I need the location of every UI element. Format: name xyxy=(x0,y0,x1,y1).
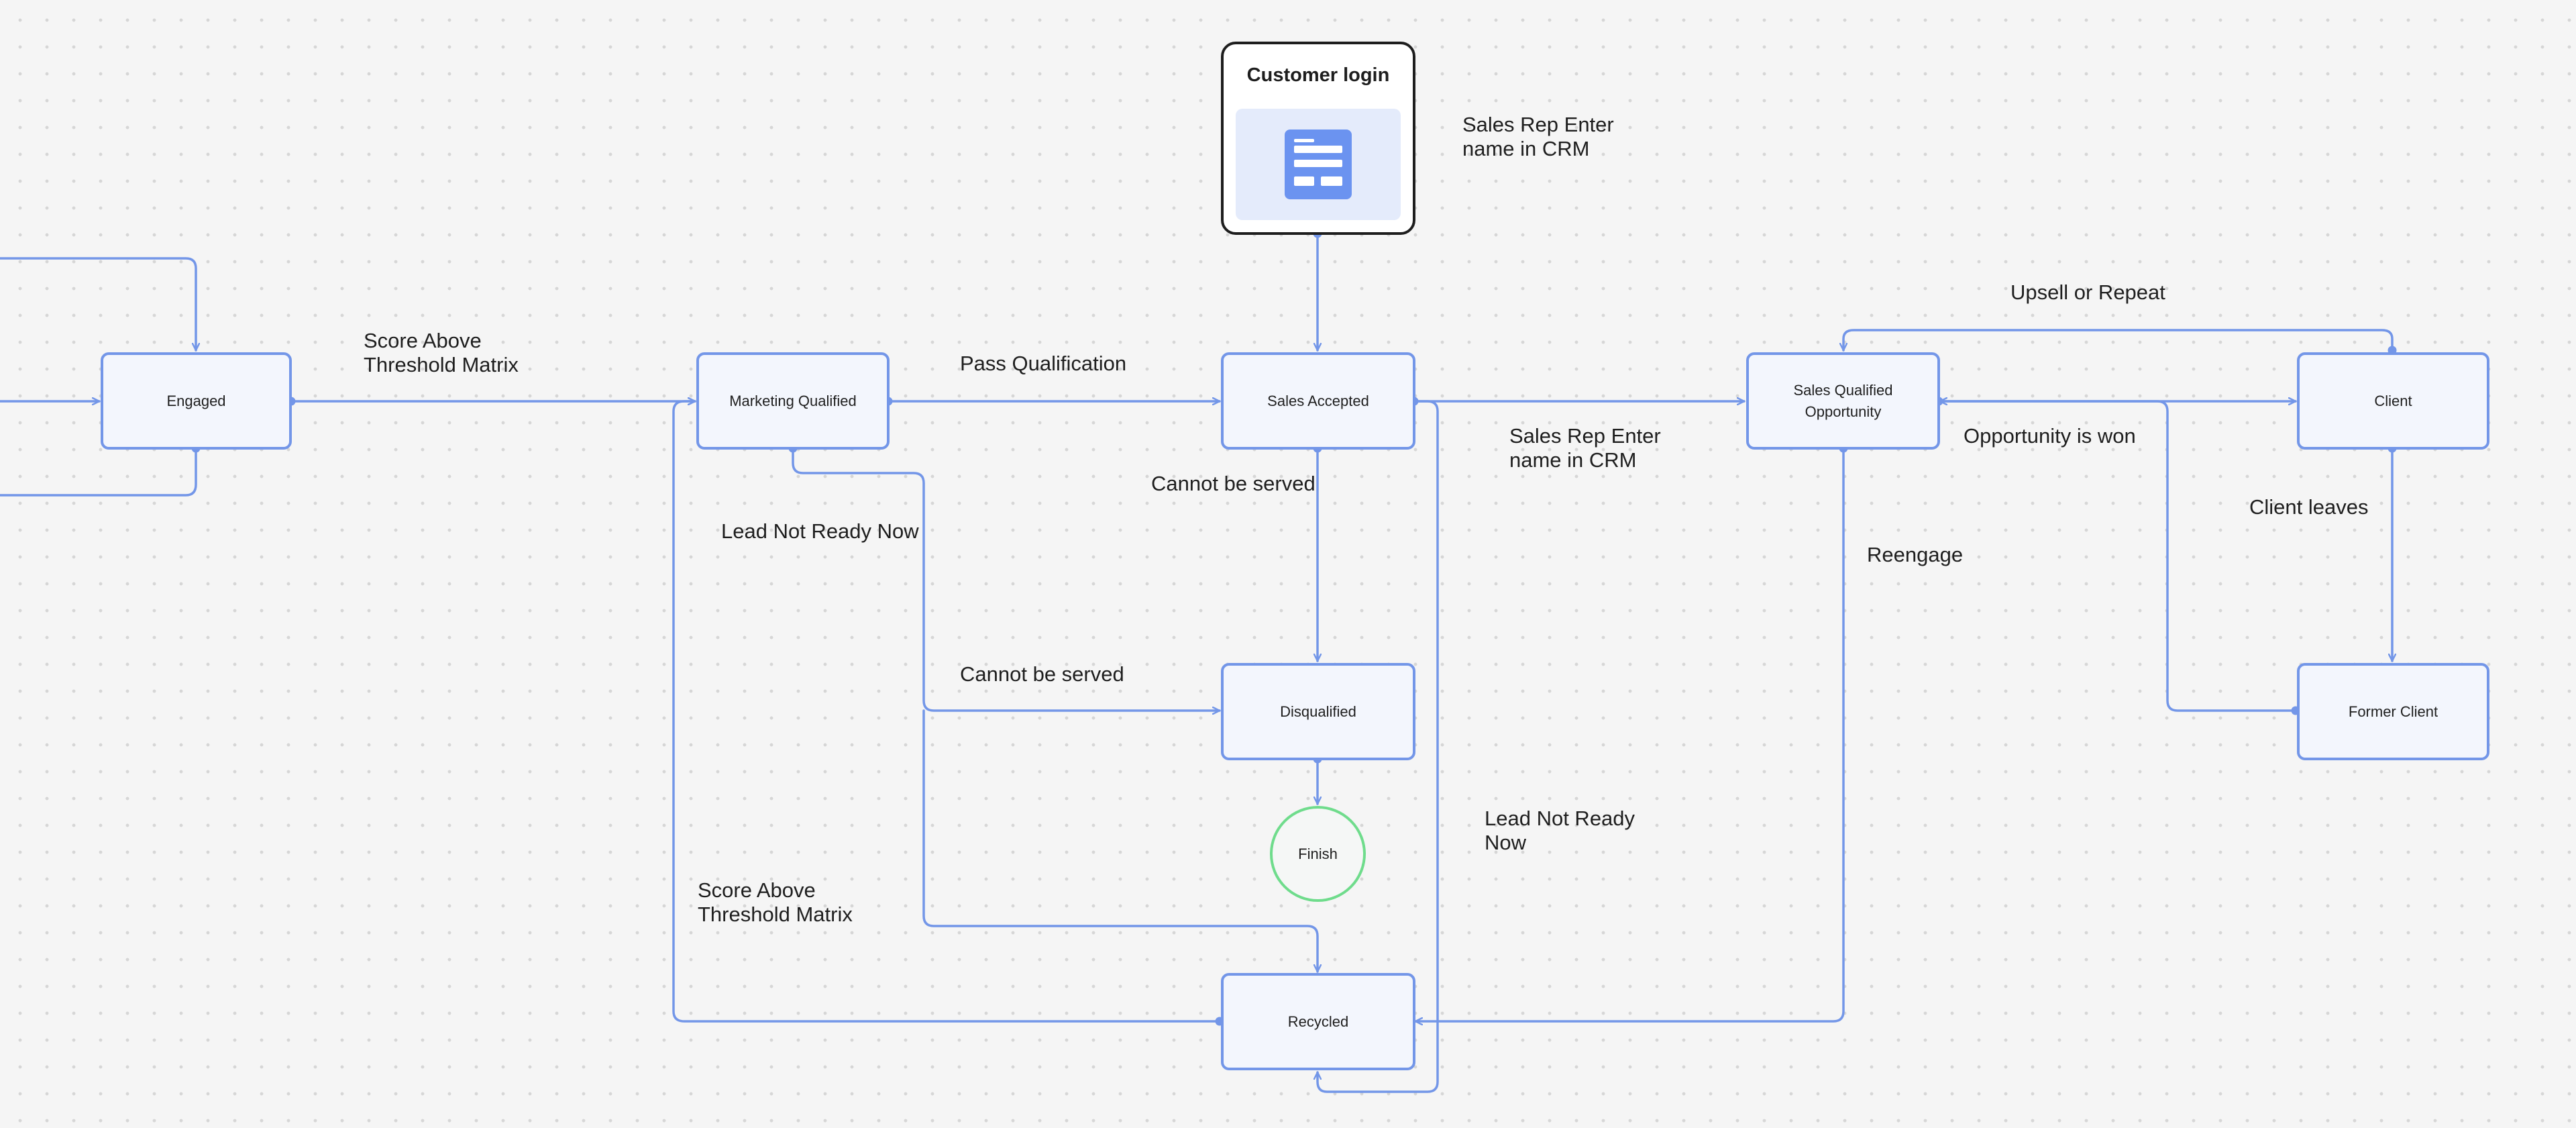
node-recycled[interactable]: Recycled xyxy=(1221,973,1415,1070)
card-media xyxy=(1236,109,1401,220)
node-sales-accepted[interactable]: Sales Accepted xyxy=(1221,352,1415,450)
connector-sqo-to-recycled xyxy=(1414,447,1845,1021)
node-marketing-qualified[interactable]: Marketing Qualified xyxy=(696,352,890,450)
edge-label-sales-rep-middle: Sales Rep Enter name in CRM xyxy=(1509,424,1661,472)
connector-engaged-to-offscreen xyxy=(0,447,197,497)
node-client[interactable]: Client xyxy=(2297,352,2489,450)
node-label: Recycled xyxy=(1287,1013,1349,1030)
node-label: Disqualified xyxy=(1280,703,1356,720)
edge-label-upsell-or-repeat: Upsell or Repeat xyxy=(2010,280,2165,304)
edge-label-sales-rep-top: Sales Rep Enter name in CRM xyxy=(1462,113,1614,160)
node-disqualified[interactable]: Disqualified xyxy=(1221,663,1415,760)
customer-login-card[interactable]: Customer login xyxy=(1221,42,1415,235)
connector-marketing-qualified-to-disqualified xyxy=(792,447,1221,711)
node-label: Sales Qualified Opportunity xyxy=(1793,381,1893,420)
node-label: Client xyxy=(2374,392,2412,409)
node-engaged[interactable]: Engaged xyxy=(101,352,292,450)
node-label: Marketing Qualified xyxy=(729,392,857,409)
connector-offscreen-to-engaged-top xyxy=(0,257,196,352)
edge-label-lead-not-ready-left: Lead Not Ready Now xyxy=(721,519,919,543)
node-label: Engaged xyxy=(166,392,226,409)
edge-label-pass-qualification: Pass Qualification xyxy=(960,352,1127,375)
node-label: Sales Accepted xyxy=(1267,392,1369,409)
connector-sales-accepted-to-recycled xyxy=(1318,400,1439,1093)
connector-marketing-qualified-to-recycled xyxy=(922,709,1318,973)
edge-label-client-leaves: Client leaves xyxy=(2249,495,2369,519)
node-sales-qualified-opportunity[interactable]: Sales Qualified Opportunity xyxy=(1746,352,1940,450)
edge-label-opportunity-is-won: Opportunity is won xyxy=(1964,424,2136,448)
card-title: Customer login xyxy=(1246,64,1390,86)
edge-label-lead-not-ready-right: Lead Not Ready Now xyxy=(1485,807,1635,854)
edge-label-score-above-top: Score Above Threshold Matrix xyxy=(364,329,519,376)
node-former-client[interactable]: Former Client xyxy=(2297,663,2489,760)
connector-recycled-to-marketing-qualified xyxy=(672,401,1221,1023)
edge-label-score-above-bottom: Score Above Threshold Matrix xyxy=(698,878,853,926)
form-document-icon xyxy=(1285,130,1352,199)
connector-former-client-to-sqo xyxy=(1939,401,2297,712)
node-label: Former Client xyxy=(2348,703,2438,720)
edge-label-cannot-be-served-mid: Cannot be served xyxy=(960,662,1124,686)
edge-label-cannot-be-served-top: Cannot be served xyxy=(1151,472,1316,495)
node-finish[interactable]: Finish xyxy=(1270,806,1366,902)
edge-label-reengage: Reengage xyxy=(1867,543,1964,566)
node-label: Finish xyxy=(1298,845,1338,862)
connector-client-to-sqo-upsell xyxy=(1843,329,2394,352)
